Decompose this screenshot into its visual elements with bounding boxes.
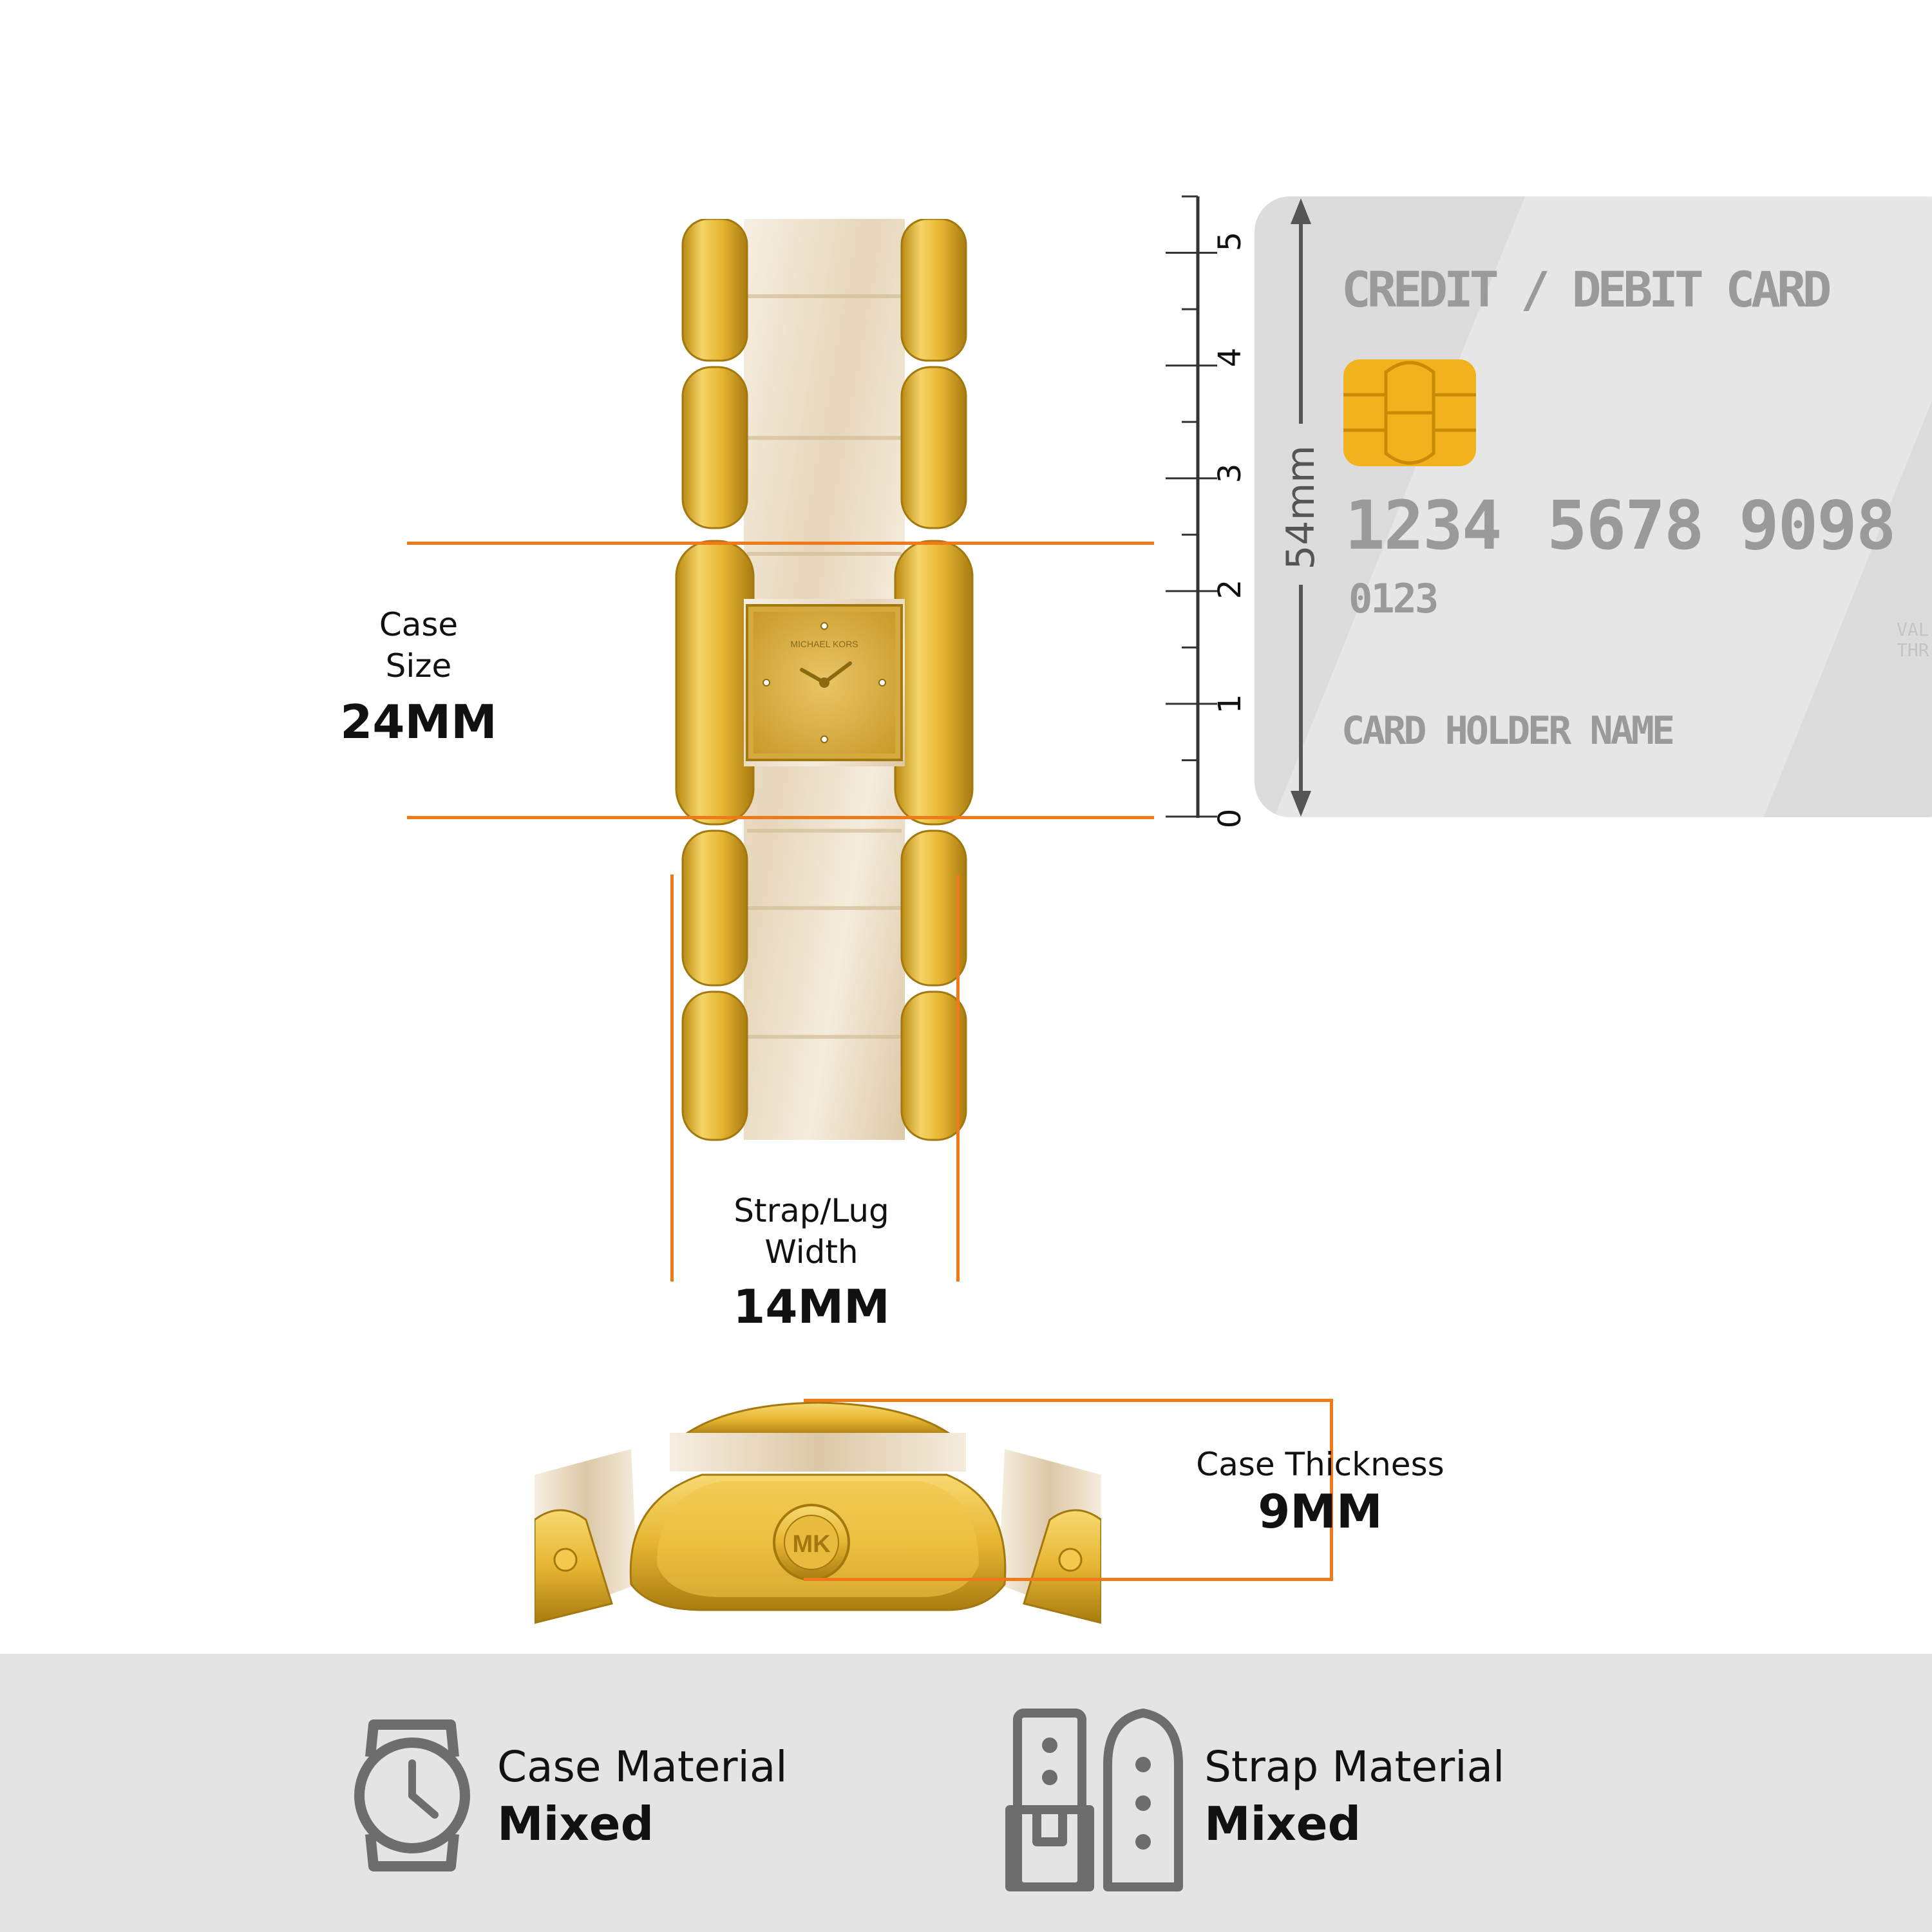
case-thickness-line-right bbox=[1330, 1399, 1333, 1581]
card-title: CREDIT / DEBIT CARD bbox=[1341, 261, 1832, 318]
materials-bar bbox=[0, 1654, 1932, 1932]
case-material: Case Material Mixed bbox=[497, 1740, 788, 1853]
ruler-label-4: 4 bbox=[1212, 347, 1248, 368]
case-material-value: Mixed bbox=[497, 1797, 654, 1851]
dial-brand-text: MICHAEL KORS bbox=[790, 639, 858, 649]
case-size-line-bottom bbox=[407, 816, 1154, 819]
card-height-label: 54mm bbox=[1278, 445, 1323, 570]
watch-case bbox=[675, 540, 974, 826]
ruler bbox=[1166, 195, 1217, 818]
card-small-number: 0123 bbox=[1349, 575, 1439, 622]
watch-front-illustration: MICHAEL KORS bbox=[675, 219, 974, 1141]
case-size-value: 24MM bbox=[340, 695, 497, 749]
strap-width-value: 14MM bbox=[733, 1280, 890, 1334]
ruler-label-2: 2 bbox=[1212, 579, 1248, 600]
strap-material-value: Mixed bbox=[1204, 1797, 1361, 1851]
strap-material: Strap Material Mixed bbox=[1204, 1740, 1504, 1853]
strap-width-line-right bbox=[956, 875, 960, 1282]
strap-material-label: Strap Material bbox=[1204, 1742, 1505, 1792]
case-size-label: Case Size bbox=[379, 606, 459, 685]
case-thickness-line-top bbox=[804, 1399, 1333, 1402]
card-number-3: 9098 bbox=[1739, 486, 1896, 565]
ruler-ticks bbox=[1166, 195, 1217, 818]
case-thickness-label: Case Thickness bbox=[1196, 1446, 1444, 1483]
gold-side-links bbox=[681, 219, 967, 1141]
ruler-label-0: 0 bbox=[1212, 808, 1248, 829]
card-holder-name: CARD HOLDER NAME bbox=[1341, 708, 1675, 753]
strap-width-label: Strap/Lug Width bbox=[734, 1192, 889, 1271]
card-number-1: 1234 bbox=[1345, 486, 1502, 565]
strap-icon bbox=[1005, 1709, 1183, 1891]
strap-width-line-left bbox=[670, 875, 674, 1282]
ruler-label-3: 3 bbox=[1212, 463, 1248, 484]
card-number-2: 5678 bbox=[1547, 486, 1704, 565]
ruler-label-5: 5 bbox=[1212, 231, 1248, 252]
case-thickness-value: 9MM bbox=[1258, 1484, 1383, 1539]
watch-case-icon bbox=[354, 1719, 470, 1871]
ruler-label-1: 1 bbox=[1212, 694, 1248, 714]
watch-side-illustration: MK bbox=[535, 1401, 1101, 1624]
dial-markers bbox=[762, 622, 886, 743]
credit-card bbox=[1255, 196, 1932, 817]
case-thickness-line-bottom bbox=[804, 1578, 1333, 1581]
card-chip-icon bbox=[1343, 359, 1476, 466]
card-valid-thru: VAL THR bbox=[1897, 619, 1929, 661]
case-size-line-top bbox=[407, 542, 1154, 545]
crown-logo: MK bbox=[792, 1531, 831, 1558]
card-height-arrow bbox=[1291, 198, 1311, 817]
case-material-label: Case Material bbox=[497, 1742, 788, 1792]
